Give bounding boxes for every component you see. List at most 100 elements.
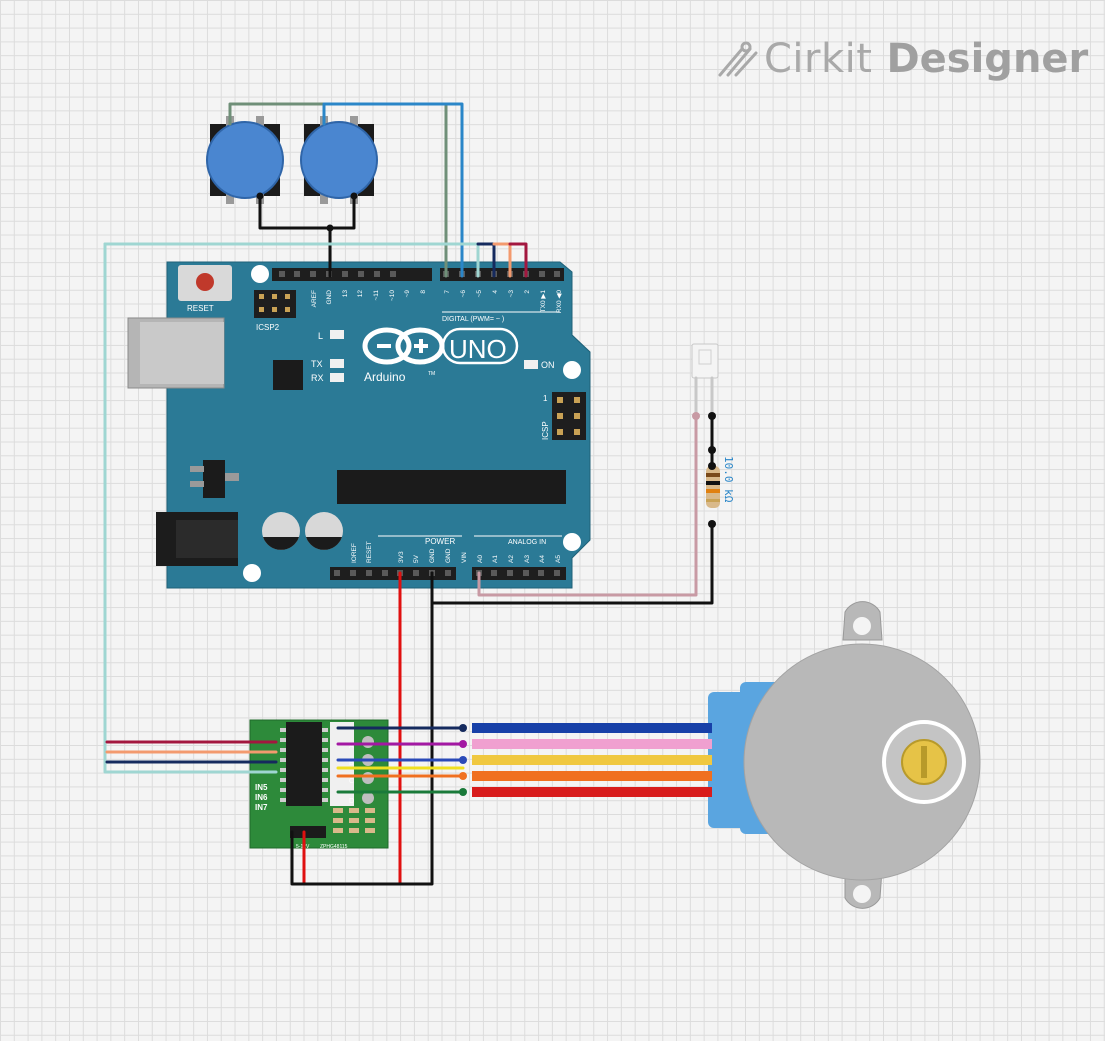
wire-gnd-to-resistor[interactable] <box>430 522 714 605</box>
header-pin[interactable] <box>310 271 316 277</box>
header-pin[interactable] <box>374 271 380 277</box>
header-pin[interactable] <box>350 570 356 576</box>
junction-dot <box>459 756 467 764</box>
pin-label: 8 <box>420 290 427 294</box>
usb-connector-inner <box>140 322 224 384</box>
pin-label: IOREF <box>351 543 358 563</box>
header-pin[interactable] <box>294 271 300 277</box>
pin-label: 5V <box>413 554 420 563</box>
header-pin[interactable] <box>366 570 372 576</box>
junction-dot <box>708 446 716 454</box>
arduino-uno-board[interactable]: RESET ICSP2 L TX RX UNO Arduino TM <box>127 261 591 589</box>
usb-chip <box>273 360 303 390</box>
led-l <box>330 330 344 339</box>
regulator-tab <box>225 473 239 481</box>
regulator-pin <box>190 466 204 472</box>
header-pin[interactable] <box>390 271 396 277</box>
header-pin[interactable] <box>445 570 451 576</box>
digital-label: DIGITAL (PWM= ~ ) <box>442 316 504 323</box>
pin-label: A4 <box>539 555 546 563</box>
photodiode-sensor[interactable] <box>691 343 719 379</box>
driver-led-label: B <box>349 760 354 767</box>
icsp-label: ICSP <box>541 421 550 440</box>
driver-input-label: IN6 <box>255 793 268 802</box>
header-pin[interactable] <box>491 570 497 576</box>
pin-label: A2 <box>508 555 515 563</box>
resistor[interactable] <box>706 466 720 508</box>
pin-label: A0 <box>477 555 484 563</box>
power-jack-inner <box>176 520 238 558</box>
motor-lead-wire[interactable] <box>472 723 712 733</box>
pin-label: AREF <box>311 290 318 307</box>
stepper-motor[interactable] <box>708 601 981 909</box>
pin-label: 12 <box>357 290 364 298</box>
header-pin[interactable] <box>358 271 364 277</box>
trademark-text: TM <box>428 371 435 377</box>
mounting-hole <box>251 265 269 283</box>
junction-dot <box>459 740 467 748</box>
icsp-pin1-label: 1 <box>543 394 548 403</box>
pin-label: RESET <box>366 541 373 563</box>
junction-dot <box>459 772 467 780</box>
on-label: ON <box>541 360 555 370</box>
header-pin[interactable] <box>382 570 388 576</box>
capacitor <box>262 512 300 550</box>
pin-label: 7 <box>444 290 451 294</box>
push-button-2[interactable] <box>300 116 378 204</box>
driver-ic-chip <box>286 722 322 806</box>
pin-label: A3 <box>524 555 531 563</box>
pin-label: A5 <box>555 555 562 563</box>
pin-label: A1 <box>492 555 499 563</box>
driver-led-label: A <box>349 743 354 750</box>
motor-lead-wire[interactable] <box>472 739 712 749</box>
header-pin[interactable] <box>342 271 348 277</box>
header-pin[interactable] <box>554 271 560 277</box>
header-pin[interactable] <box>413 570 419 576</box>
motor-lead-wire[interactable] <box>472 771 712 781</box>
header-pin[interactable] <box>523 570 529 576</box>
led-tx <box>330 359 344 368</box>
pin-label: 13 <box>342 290 349 298</box>
cirkit-logo-icon <box>718 41 758 77</box>
junction-dot <box>692 412 700 420</box>
voltage-regulator <box>203 460 225 498</box>
wire-buttons-common[interactable] <box>258 194 356 230</box>
brand-product: Designer <box>886 36 1089 82</box>
microcontroller-chip <box>337 470 566 504</box>
junction-dot <box>326 224 334 232</box>
wire-button2-to-d6[interactable] <box>322 102 464 278</box>
mounting-hole <box>563 533 581 551</box>
pin-label: RX0 ◀0 <box>556 290 563 313</box>
wire-teal-to-driver[interactable] <box>103 242 278 774</box>
wire-a0-to-sensor[interactable] <box>477 414 698 597</box>
junction-dot <box>708 520 716 528</box>
junction-dot <box>256 192 264 200</box>
header-pin[interactable] <box>507 570 513 576</box>
tx-label: TX <box>311 359 323 369</box>
header-pin[interactable] <box>554 570 560 576</box>
pin-label: 3V3 <box>398 551 405 563</box>
motor-lead-wire[interactable] <box>472 755 712 765</box>
uln2003-driver-board[interactable]: IN5 IN6 IN7 A B C D ZPHG48115 5-12V <box>249 719 389 850</box>
reset-button-cap[interactable] <box>196 273 214 291</box>
power-label: POWER <box>425 537 455 546</box>
digital-header-low <box>440 268 564 281</box>
pin-label: 4 <box>492 290 499 294</box>
header-pin[interactable] <box>334 570 340 576</box>
motor-lead-wires[interactable] <box>472 723 712 797</box>
pin-label: TX0 ▶1 <box>540 290 547 313</box>
wire-d2[interactable] <box>508 242 528 278</box>
arduino-brand-text: Arduino <box>364 370 406 384</box>
arduino-logo <box>362 327 519 365</box>
junction-dot <box>459 724 467 732</box>
motor-lead-wire[interactable] <box>472 787 712 797</box>
push-button-1[interactable] <box>206 116 284 204</box>
header-pin[interactable] <box>279 271 285 277</box>
header-pin[interactable] <box>539 271 545 277</box>
led-on <box>524 360 538 369</box>
header-pin[interactable] <box>538 570 544 576</box>
resistor-value-label: 10.0 kΩ <box>722 456 735 503</box>
pin-label: GND <box>326 290 333 305</box>
